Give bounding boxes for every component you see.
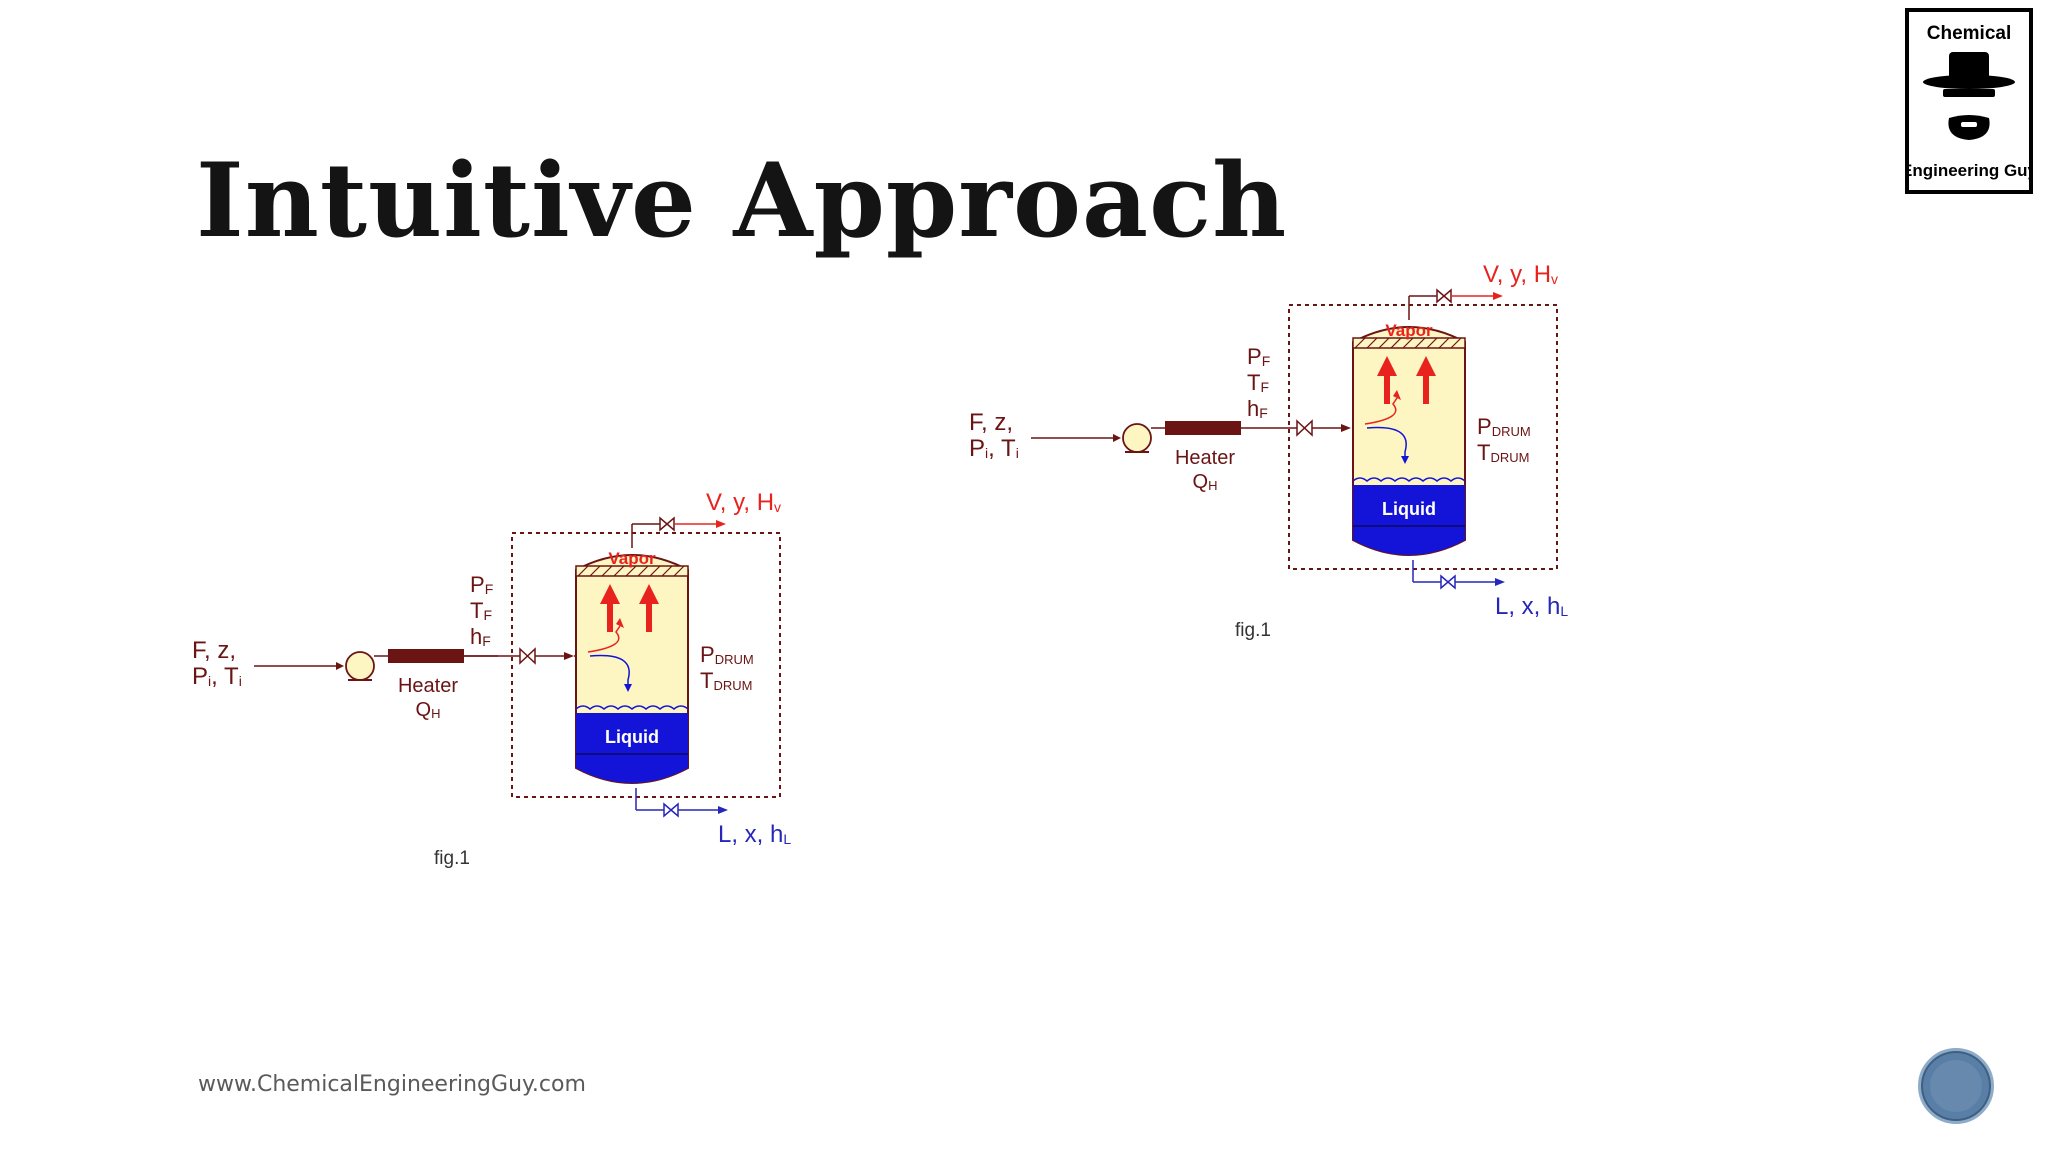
logo: Chemical Engineering Guy [1905,8,2033,194]
hat-and-goatee-icon [1923,52,2015,140]
liquid-label: Liquid [605,727,659,747]
feed-valve-icon [464,647,566,665]
next-slide-button[interactable] [1918,1048,1994,1124]
feed-valve-icon [1241,419,1343,437]
feed-enthalpy-label: hF [470,624,491,649]
liquid-label: Liquid [1382,499,1436,519]
feed-pressure-label: PF [470,572,493,597]
feed-temperature-label: TF [1247,370,1269,395]
control-volume-boundary [511,532,781,798]
vapor-product-label: V, y, Hv [1483,261,1558,288]
feed-label: F, z, [192,637,236,664]
heat-duty-label: QH [416,699,441,721]
circle-next-button-icon [1930,1060,1982,1112]
liquid-product-label: L, x, hL [1495,593,1568,620]
drum-pressure-label: PDRUM [700,642,754,667]
figure-caption: fig.1 [1235,620,1271,641]
vapor-label: Vapor [608,549,656,568]
liquid-product-label: L, x, hL [718,821,791,848]
control-volume-boundary [1288,304,1558,570]
heat-duty-label: QH [1193,471,1218,493]
pump-icon [345,651,375,681]
slide-title: Intuitive Approach [196,141,1288,261]
drum-temperature-label: TDRUM [700,668,752,693]
liquid-fall-curve [589,654,630,686]
feed-conditions: Pi, Ti [969,435,1019,462]
flash-drum-vessel [575,554,689,784]
feed-conditions: Pi, Ti [192,663,242,690]
liquid-outlet-line [635,788,720,818]
vapor-flow-arrows [1377,356,1436,404]
vapor-outlet-line [631,516,718,548]
drum-temperature-label: TDRUM [1477,440,1529,465]
feed-label: F, z, [969,409,1013,436]
figure-caption: fig.1 [434,848,470,869]
pump-icon [1122,423,1152,453]
feed-pressure-label: PF [1247,344,1270,369]
heater-label: Heater [398,675,458,697]
drum-pressure-label: PDRUM [1477,414,1531,439]
liquid-outlet-line [1412,560,1497,590]
flash-drum-diagram-right: Vapor Liquid [965,252,1605,667]
vapor-label: Vapor [1385,321,1433,340]
logo-text-top: Chemical [1927,23,2011,44]
heater-label: Heater [1175,447,1235,469]
flash-drum-vessel [1352,326,1466,556]
feed-temperature-label: TF [470,598,492,623]
vapor-flow-arrows [600,584,659,632]
flash-drum-diagram-left: Vapor Liquid [188,480,828,895]
vapor-rise-curve [1364,397,1398,425]
heater-block [388,649,464,663]
footer-url: www.ChemicalEngineeringGuy.com [198,1072,586,1097]
feed-enthalpy-label: hF [1247,396,1268,421]
liquid-fall-curve [1366,426,1407,458]
vapor-rise-curve [587,625,621,653]
heater-block [1165,421,1241,435]
vapor-outlet-line [1408,288,1495,320]
logo-text-bottom: Engineering Guy [1909,161,2029,180]
vapor-product-label: V, y, Hv [706,489,781,516]
